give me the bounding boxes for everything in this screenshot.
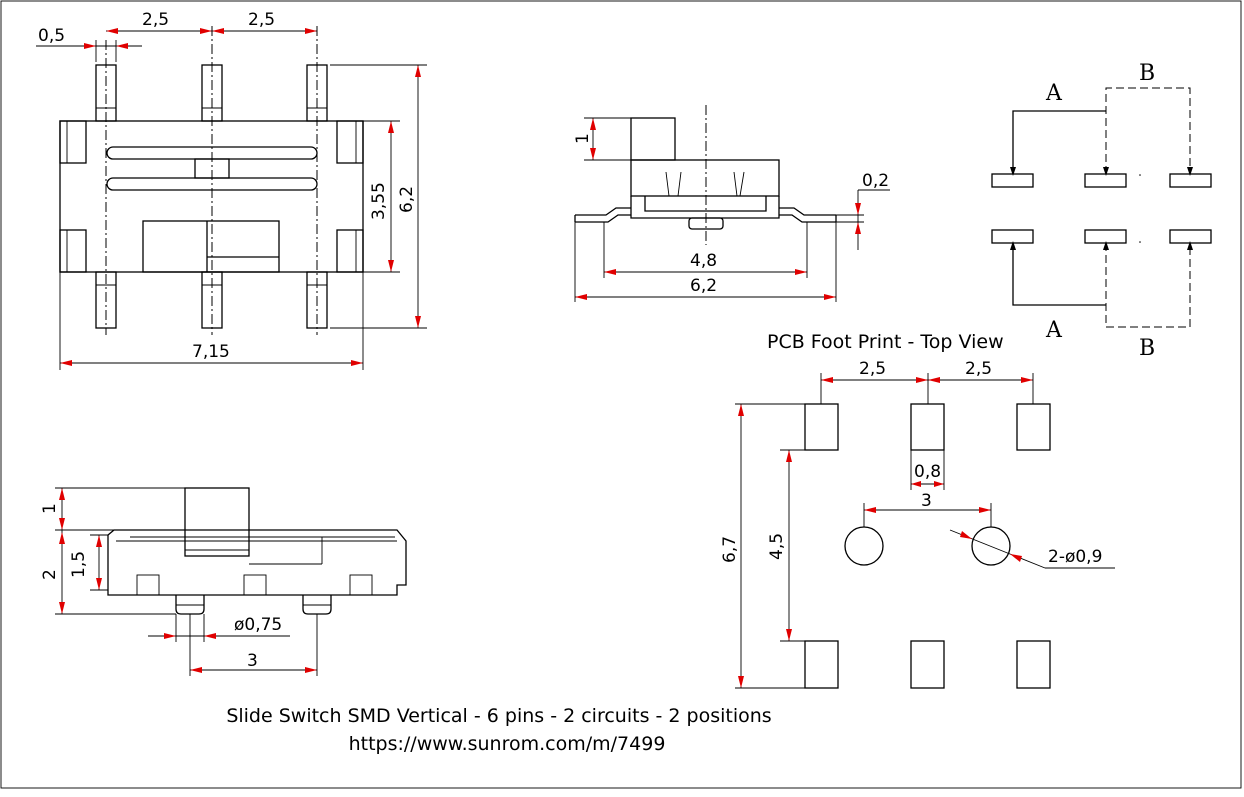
dim-front-peg-pitch: 3 [247,651,258,671]
dim-front-actuator: 1 [40,503,60,514]
dim-side-actuator: 1 [573,133,593,144]
pcb-pad [804,640,839,689]
dim-front-body: 1,5 [69,551,89,578]
dim-side-lead-thickness: 0,2 [862,171,889,191]
pcb-pad [1016,403,1051,451]
dim-front-peg-dia: ø0,75 [234,615,282,635]
pcb-hole [844,526,884,566]
pcb-caption: PCB Foot Print - Top View [767,331,1004,353]
dim-pcb-hole-pitch: 3 [921,491,932,511]
pcb-footprint: PCB Foot Print - Top View 2,5 2,5 0,8 [720,331,1115,689]
pcb-pad [804,403,839,451]
dim-pcb-inner-span: 4,5 [767,533,787,560]
dim-side-body: 4,8 [690,251,717,271]
dim-body-length: 7,15 [192,342,230,362]
dim-side-overall: 6,2 [690,276,717,296]
front-actuator [184,487,250,557]
dim-pcb-outer-span: 6,7 [720,536,740,563]
dim-top-pitch-left: 2,5 [142,10,169,30]
dim-pcb-pitch-right: 2,5 [965,359,992,379]
top-view: 0,5 2,5 2,5 3,55 6,2 7,15 [36,10,427,370]
dim-pcb-holes: 2-ø0,9 [1048,547,1102,567]
dim-top-pitch-right: 2,5 [248,10,275,30]
pcb-pad [910,640,945,689]
side-body [630,159,780,197]
circuit-schematic: A B A B [991,61,1212,361]
front-body [107,529,407,596]
drawing-title: Slide Switch SMD Vertical - 6 pins - 2 c… [226,705,771,727]
dim-front-total: 2 [40,569,60,580]
schematic-label-a-bottom: A [1045,318,1063,343]
dim-body-height: 3,55 [369,182,389,220]
dim-pcb-pitch-left: 2,5 [859,359,886,379]
actuator-window [142,220,280,273]
side-actuator [630,117,676,161]
pcb-pad [910,403,945,451]
schematic-label-b-top: B [1139,61,1155,86]
dim-overall-height: 6,2 [397,186,417,213]
side-view: 1 0,2 4,8 6,2 [573,105,890,302]
dim-pcb-pad-width: 0,8 [914,462,941,482]
dim-top-pin-width: 0,5 [38,26,65,46]
schematic-label-b-bottom: B [1139,336,1155,361]
schematic-label-a-top: A [1045,81,1063,106]
front-view: 1 1,5 2 ø0,75 3 [40,487,407,676]
pcb-pad [1016,640,1051,689]
drawing-url[interactable]: https://www.sunrom.com/m/7499 [349,733,666,755]
